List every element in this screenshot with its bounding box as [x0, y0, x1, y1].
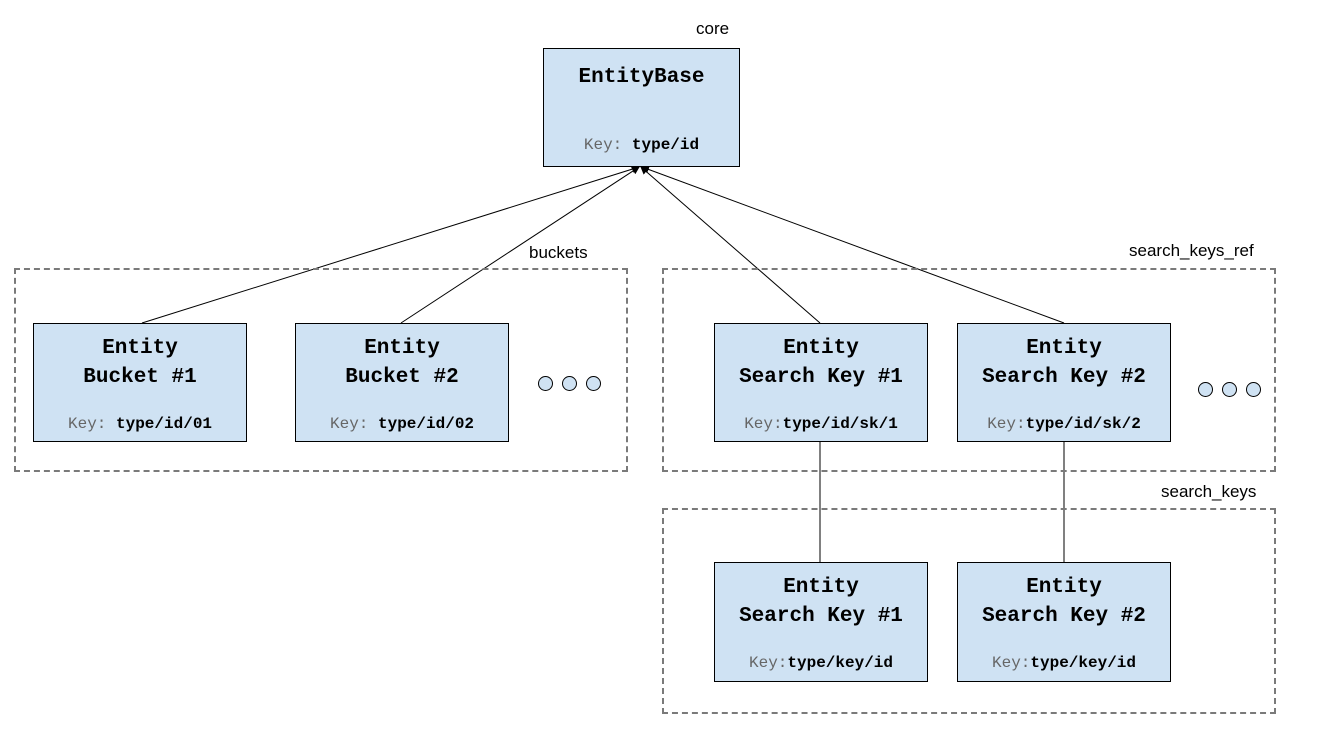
ellipsis-dot — [586, 376, 601, 391]
node-title: Entity Search Key #1 — [739, 576, 903, 628]
node-search-key-ref-1[interactable]: Entity Search Key #1 Key:type/id/sk/1 — [714, 323, 928, 442]
node-key: Key:type/id/sk/1 — [715, 415, 927, 433]
group-label-core: core — [696, 19, 730, 38]
group-label-search-keys-ref: search_keys_ref — [1129, 241, 1254, 260]
key-value: type/id/01 — [116, 415, 213, 433]
node-key: Key: type/id — [544, 136, 739, 154]
key-value: type/id/sk/2 — [1025, 415, 1141, 433]
node-key: Key: type/id/02 — [296, 415, 508, 433]
more-search-keys-ellipsis — [1198, 382, 1261, 397]
key-label: Key: — [744, 415, 783, 433]
node-key: Key: type/id/01 — [34, 415, 246, 433]
key-value: type/key/id — [787, 654, 894, 672]
node-key: Key:type/key/id — [958, 654, 1170, 672]
group-buckets — [14, 268, 628, 472]
node-search-key-2[interactable]: Entity Search Key #2 Key:type/key/id — [957, 562, 1171, 682]
node-title: Entity Search Key #2 — [982, 576, 1146, 628]
node-title: Entity Search Key #2 — [982, 337, 1146, 389]
node-bucket-1[interactable]: Entity Bucket #1 Key: type/id/01 — [33, 323, 247, 442]
more-buckets-ellipsis — [538, 376, 601, 391]
key-value: type/id — [631, 136, 700, 154]
key-value: type/key/id — [1030, 654, 1137, 672]
node-title: Entity Bucket #2 — [345, 337, 459, 389]
node-key: Key:type/id/sk/2 — [958, 415, 1170, 433]
node-title: EntityBase — [578, 66, 705, 89]
ellipsis-dot — [1198, 382, 1213, 397]
node-entity-base[interactable]: EntityBase Key: type/id — [543, 48, 740, 167]
group-search-keys — [662, 508, 1276, 714]
group-label-buckets: buckets — [529, 243, 588, 262]
key-label: Key: — [748, 654, 788, 672]
node-bucket-2[interactable]: Entity Bucket #2 Key: type/id/02 — [295, 323, 509, 442]
ellipsis-dot — [1246, 382, 1261, 397]
group-label-search-keys: search_keys — [1161, 482, 1257, 501]
ellipsis-dot — [1222, 382, 1237, 397]
node-search-key-ref-2[interactable]: Entity Search Key #2 Key:type/id/sk/2 — [957, 323, 1171, 442]
key-label: Key: — [329, 415, 369, 433]
node-key: Key:type/key/id — [715, 654, 927, 672]
key-label: Key: — [987, 415, 1026, 433]
group-search-keys-ref — [662, 268, 1276, 472]
node-title: Entity Bucket #1 — [83, 337, 197, 389]
key-label: Key: — [67, 415, 107, 433]
key-value: type/id/sk/1 — [782, 415, 898, 433]
key-label: Key: — [991, 654, 1031, 672]
ellipsis-dot — [562, 376, 577, 391]
key-value: type/id/02 — [378, 415, 475, 433]
node-title: Entity Search Key #1 — [739, 337, 903, 389]
ellipsis-dot — [538, 376, 553, 391]
key-label: Key: — [583, 136, 623, 154]
node-search-key-1[interactable]: Entity Search Key #1 Key:type/key/id — [714, 562, 928, 682]
